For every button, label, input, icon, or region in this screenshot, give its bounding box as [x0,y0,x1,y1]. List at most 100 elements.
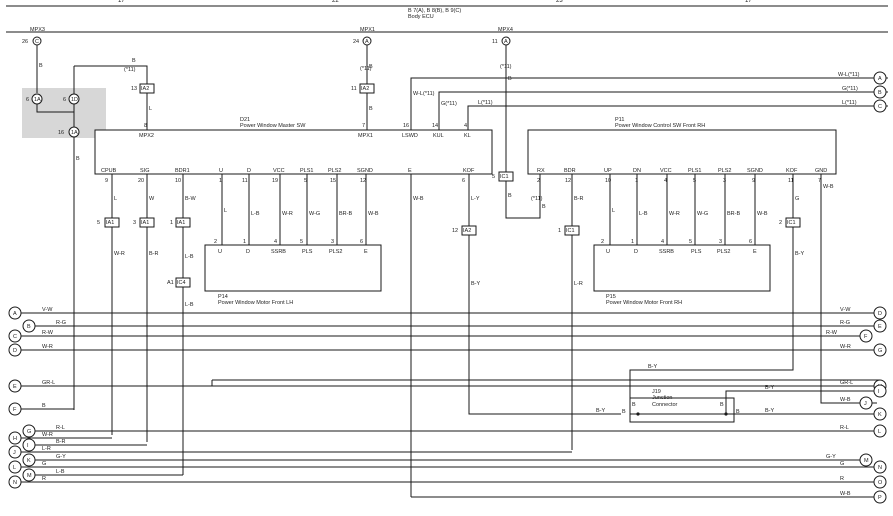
junction-pin-2: B [720,402,724,408]
bus-right-letter-10: M [864,458,869,464]
rail-b-letter: B [878,90,882,96]
ic4-down-wire: L-B [185,302,194,308]
ia1-a-conn: IA1 [106,220,114,226]
bus-row-12: ML-B [22,468,183,482]
bus-left-letter-5: F [13,407,17,413]
ia1a-down-wire: W-R [114,251,125,257]
bus-left-circle-10 [22,453,36,467]
ms-bot-pin-3: 1 [219,178,222,184]
ia2-top-wire: B [132,58,136,64]
right-circle-k [873,407,887,421]
mlh-label-4: PLS2 [329,249,342,255]
lswd-wire: W-L(*11) [413,91,435,97]
ms-bot-pin-0: 9 [105,178,108,184]
rail-a-circle [873,71,887,85]
motor-lh-box [204,244,382,292]
bus-left-letter-0: A [13,311,17,317]
mlh-pin-4: 3 [331,239,334,245]
bus-right-letter-6: L [878,429,881,435]
vcc-wire: W-R [282,211,293,217]
ia2-top-conn: IA2 [141,86,149,92]
mrh-label-0: U [606,249,610,255]
conn-ia2-top: B (*11) IA2 13 L [124,58,155,130]
ia2-top-pin: 13 [131,86,137,92]
ic4-conn: IC4 [177,280,186,286]
rail-b-label: G(*11) [842,86,858,92]
wb-j-wire: W-B [840,397,851,403]
rail-a-letter: A [878,76,882,82]
bus-right-circle-10 [859,453,873,467]
bus-row-0: AV-WDV-W [8,306,887,320]
gnd-wire: W-B [823,184,834,190]
ecu-label-line2: Body ECU [408,14,434,20]
bus-left-label-9: L-R [42,446,51,452]
ia1-c-pin: 1 [170,220,173,226]
top-number-1: 17 [118,0,125,4]
bus-right-circle-11 [873,460,887,474]
top-number-2: 22 [332,0,339,4]
junction-line2: Connector [652,402,678,408]
bus-left-letter-1: B [27,324,31,330]
ia2kof-down-wire: B-Y [471,281,481,287]
top-number-3: 23 [556,0,563,4]
d-wire: L-B [251,211,260,217]
ecu-pin-mpx1-number: 24 [353,39,359,45]
ms-bot-pin-5: 19 [272,178,278,184]
rh-bot-label-2: UP [604,168,612,174]
bus-right-label-6: R-L [840,425,849,431]
splice-conn-3-pin: 16 [58,130,64,136]
vcc-rh-wire: W-R [669,211,680,217]
bus-left-label-4: GR-L [42,380,55,386]
bus-row-10: KG-YMG-Y [22,453,873,467]
bus-right-label-11: G [840,461,844,467]
body-ecu: 17 22 23 17 B 7(A), B 8(B), B 9(C) Body … [6,0,888,33]
mrh-pin-5: 6 [749,239,752,245]
ms-bot-label-2: BDR1 [175,168,190,174]
ecu-pin-mpx3-conn: C [35,39,39,45]
junction-j19: J19 Junction Connector B B B B B-Y B-Y B… [596,385,877,423]
bus-right-circle-1 [873,319,887,333]
wire-mpx4-to-rx [505,181,541,219]
bus-left-circle-8 [22,438,36,452]
ecu-pin-mpx3: MPX3 26 C [22,27,45,46]
mpx1-wire-color: B [369,106,373,112]
rail-c-circle [873,99,887,113]
bus-left-letter-8: I [27,443,29,449]
mpx1-wire-b: B [369,64,373,70]
pls2-wire: BR-B [339,211,352,217]
ms-bot-pin-7: 15 [330,178,336,184]
rail-b-circle [873,85,887,99]
bus-right-label-4: GR-L [840,380,853,386]
by-i-wire: B-Y [765,385,775,391]
junction-id: J19 [652,389,661,395]
bus-row-5: FB [8,402,74,416]
sig-wire: W [149,196,155,202]
rx-wire: B [542,204,546,210]
bus-left-letter-13: N [13,480,17,486]
pls1-rh-wire: W-G [697,211,708,217]
bus-left-circle-4 [8,379,22,393]
bus-layer: AV-WDV-WBR-GER-GCR-WFR-WDW-RGW-REGR-LHGR… [8,306,887,504]
top-number-4: 17 [745,0,752,4]
dn-wire: L-B [639,211,648,217]
ecu-pin-mpx4: MPX4 11 A [492,27,513,46]
junction-pin-0: B [632,402,636,408]
sgnd-rh-wire: W-B [757,211,768,217]
ia2-mpx1-pin: 11 [351,86,357,92]
bus-right-letter-13: O [878,480,883,486]
up-wire: L [612,208,615,214]
kof-rh-wire: G [795,196,799,202]
ecu-pin-mpx4-number: 11 [492,39,498,45]
bus-right-letter-0: D [878,311,882,317]
wire-kl [467,105,888,130]
rh-bot-label-0: RX [537,168,545,174]
bus-left-letter-10: K [27,458,31,464]
bus-right-circle-6 [873,424,887,438]
mpx4-note: (*11) [500,64,512,70]
rh-bot-pin-9: 7 [818,178,821,184]
bdr-wire: B-R [574,196,584,202]
bus-left-label-6: R-L [56,425,65,431]
ia2-kof-pin: 12 [452,228,458,234]
ecu-label-line1: B 7(A), B 8(B), B 9(C) [408,8,461,14]
ms-bot-pin-10: 6 [462,178,465,184]
